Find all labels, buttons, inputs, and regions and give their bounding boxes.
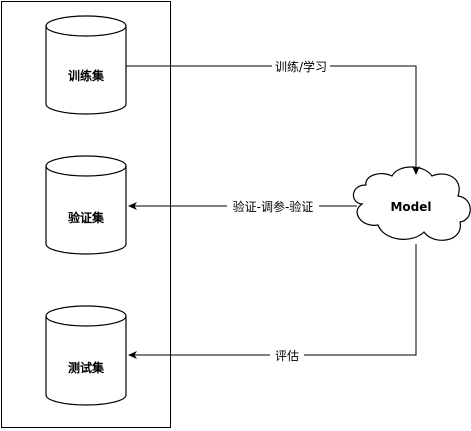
model-cloud[interactable]: Model [352, 166, 471, 241]
edge-train-to-model: 训练/学习 [126, 58, 420, 175]
test-set-cylinder[interactable]: 测试集 [45, 305, 127, 406]
dataset-container [1, 1, 171, 428]
edge-train-label: 训练/学习 [275, 59, 327, 74]
edge-model-to-validation: 验证-调参-验证 [128, 198, 357, 214]
test-set-label: 测试集 [68, 360, 105, 375]
train-set-label: 训练集 [68, 68, 105, 83]
edge-model-to-test: 评估 [128, 244, 417, 363]
edge-test-label: 评估 [275, 349, 299, 363]
edge-validation-label: 验证-调参-验证 [233, 199, 314, 214]
model-label: Model [390, 200, 431, 214]
train-set-cylinder[interactable]: 训练集 [45, 15, 127, 115]
validation-set-label: 验证集 [68, 210, 105, 225]
validation-set-cylinder[interactable]: 验证集 [45, 155, 127, 255]
